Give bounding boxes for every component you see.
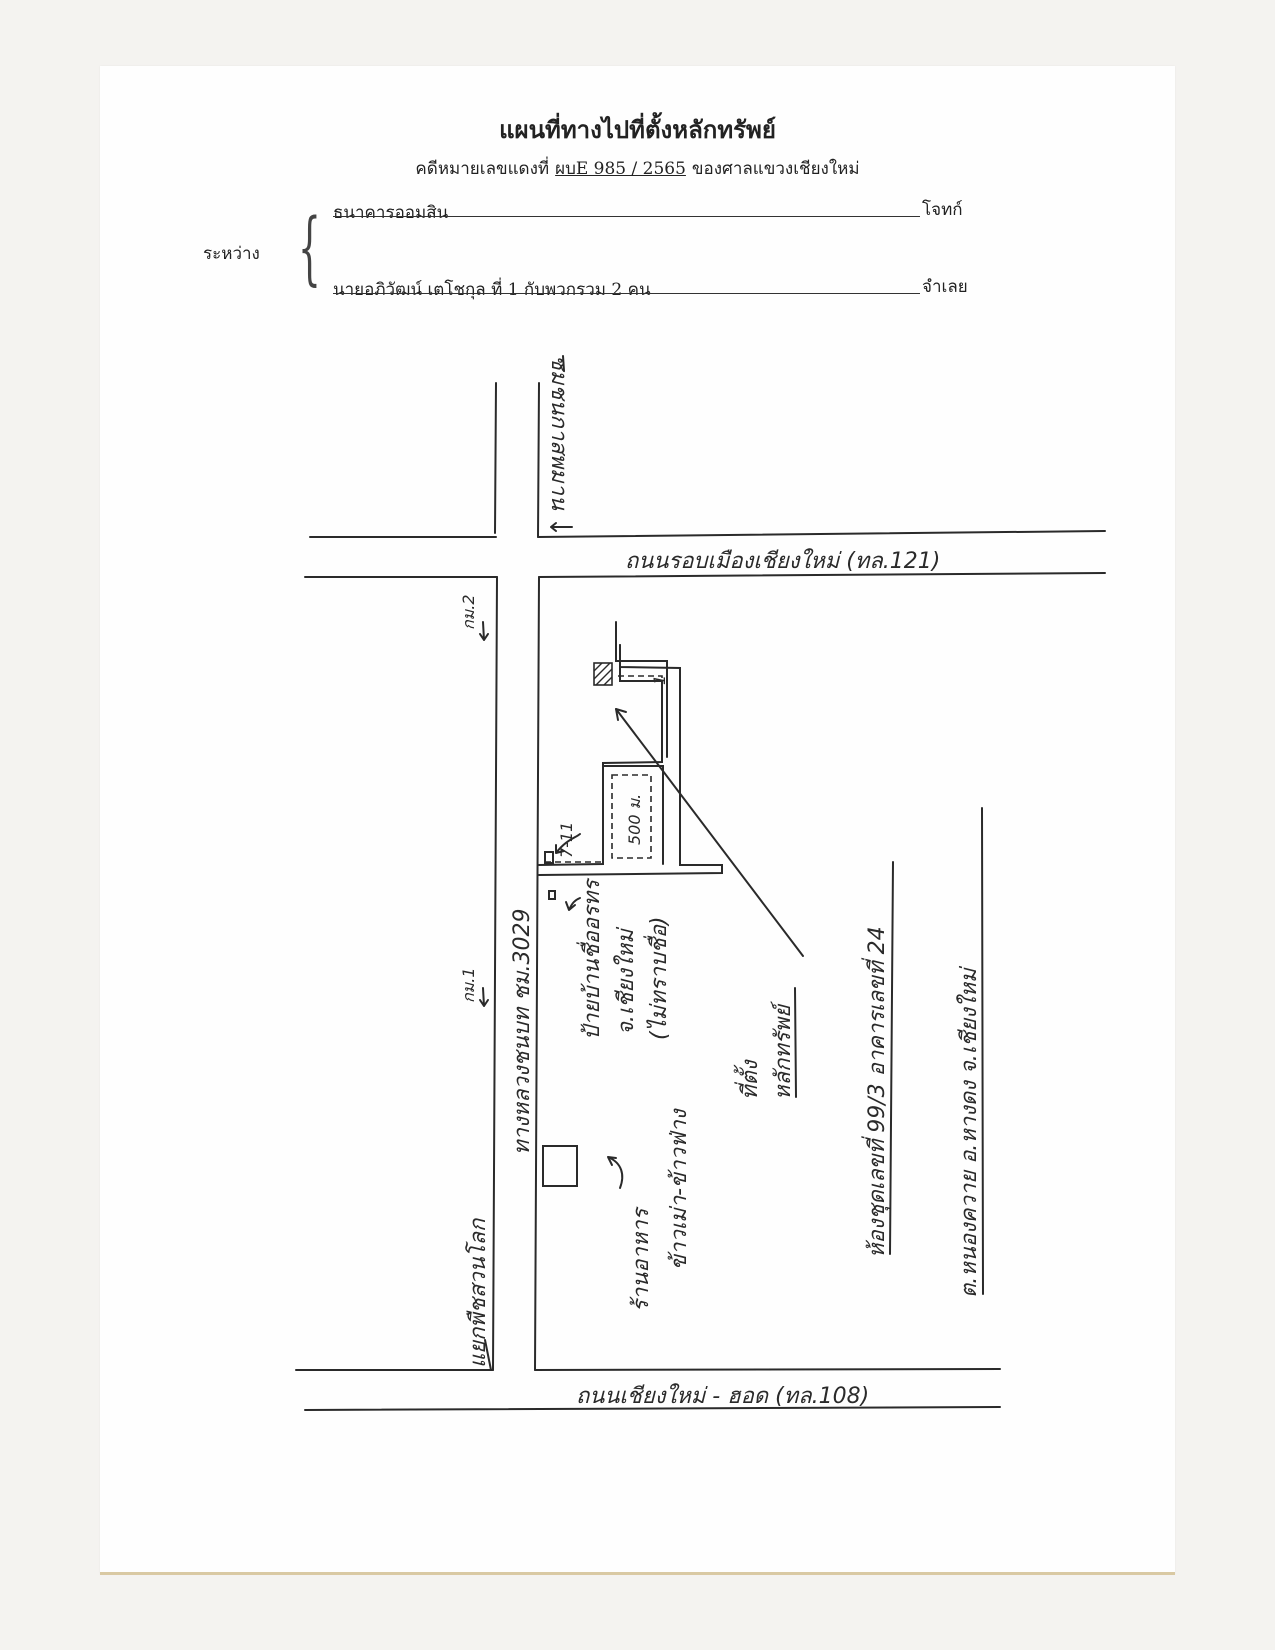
- restaurant-label: ร้านอาหาร: [629, 1205, 654, 1312]
- bottom-road-label: ถนนเชียงใหม่ - ฮอด (ทล.108): [576, 1383, 869, 1409]
- property-unit-dashed: [618, 675, 663, 762]
- road-south-left-edge: [492, 576, 498, 1371]
- distance-box-dashed: [611, 774, 652, 859]
- lane-building: [602, 765, 664, 865]
- brace-icon: {: [298, 201, 321, 294]
- address-line1: ห้องชุดเลขที่ 99/3 อาคารเลขที่ 24: [861, 926, 890, 1258]
- village-sign-box: [548, 890, 556, 900]
- lane-top-stub: [619, 644, 663, 682]
- document-page: [100, 66, 1175, 1574]
- property-pointer-head: [615, 708, 627, 721]
- distance-label: 500 ม.: [625, 794, 644, 845]
- property-building-outline: [615, 621, 668, 758]
- seven-eleven-arrow: [555, 833, 581, 854]
- restaurant-name-label: ข้าวเม่า-ข้าวฟ่าง: [667, 1107, 692, 1270]
- ring-road-label: ถนนรอบเมืองเชียงใหม่ (ทล.121): [625, 548, 940, 574]
- restaurant-arrow: [607, 1156, 624, 1189]
- property-marker-label: 1: [650, 675, 669, 685]
- top-ref-tick: [562, 355, 565, 372]
- bottom-road-lower: [304, 1406, 1001, 1411]
- village-label: ป้ายบ้านชื่ออรทร: [576, 877, 605, 1040]
- between-label: ระหว่าง: [203, 244, 260, 264]
- road-north-left-edge: [494, 382, 497, 534]
- km2-label: กม.2: [459, 595, 478, 631]
- top-left-ref-arrow: [550, 522, 573, 532]
- scan-edge: [100, 1572, 1175, 1575]
- case-number: ผบE 985 / 2565: [555, 159, 686, 179]
- property-pointer-line: [615, 708, 804, 957]
- junction-label: แยกพืชสวนโลก: [465, 1217, 491, 1368]
- address-line2-underline: [981, 807, 984, 1295]
- ring-road-upper-right: [537, 530, 1106, 538]
- km1-label: กม.1: [459, 968, 478, 1004]
- km2-arrow: [479, 621, 489, 641]
- property-label-underline: [794, 987, 797, 1098]
- village-province-label: จ.เชียงใหม่: [613, 926, 639, 1035]
- local-road-label: ทางหลวงชนบท ชม.3029: [510, 908, 535, 1155]
- km1-arrow: [479, 987, 489, 1007]
- plaintiff-role: โจทก์: [922, 200, 963, 220]
- plaintiff-name: ธนาคารออมสิน: [333, 203, 449, 223]
- property-hatch: [593, 662, 613, 686]
- road-north-right-edge: [537, 382, 540, 538]
- address-line2: ต.หนองควาย อ.หางดง จ.เชียงใหม่: [956, 965, 982, 1298]
- road-south-right-edge: [534, 576, 540, 1371]
- bottom-road-upper-right: [534, 1368, 1001, 1371]
- defendant-underline: [333, 293, 920, 294]
- seven-eleven-box: [544, 851, 554, 864]
- plaintiff-underline: [333, 216, 920, 217]
- property-label: หลักทรัพย์: [770, 1000, 796, 1100]
- location-label: ที่ตั้ง: [733, 1058, 763, 1100]
- top-left-ref-label: ชมชนกาสพมาน: [546, 355, 571, 511]
- restaurant-box: [542, 1145, 578, 1187]
- defendant-name: นายอภิวัฒน์ เตโชกุล ที่ 1 กับพวกรวม 2 คน: [333, 280, 651, 300]
- court-name: ของศาลแขวงเชียงใหม่: [691, 159, 860, 179]
- defendant-role: จำเลย: [922, 277, 968, 297]
- address-line1-underline: [889, 861, 894, 1255]
- village-note-label: (ไม่ทราบชื่อ): [643, 916, 672, 1040]
- junction-arrow: [484, 1339, 492, 1371]
- village-arrow: [565, 897, 581, 911]
- page-title: แผนที่ทางไปที่ตั้งหลักทรัพย์: [499, 115, 776, 144]
- case-prefix: คดีหมายเลขแดงที่: [415, 159, 550, 179]
- ring-road-lower-right: [538, 572, 1106, 578]
- seven-eleven-label: 7-11: [557, 822, 576, 858]
